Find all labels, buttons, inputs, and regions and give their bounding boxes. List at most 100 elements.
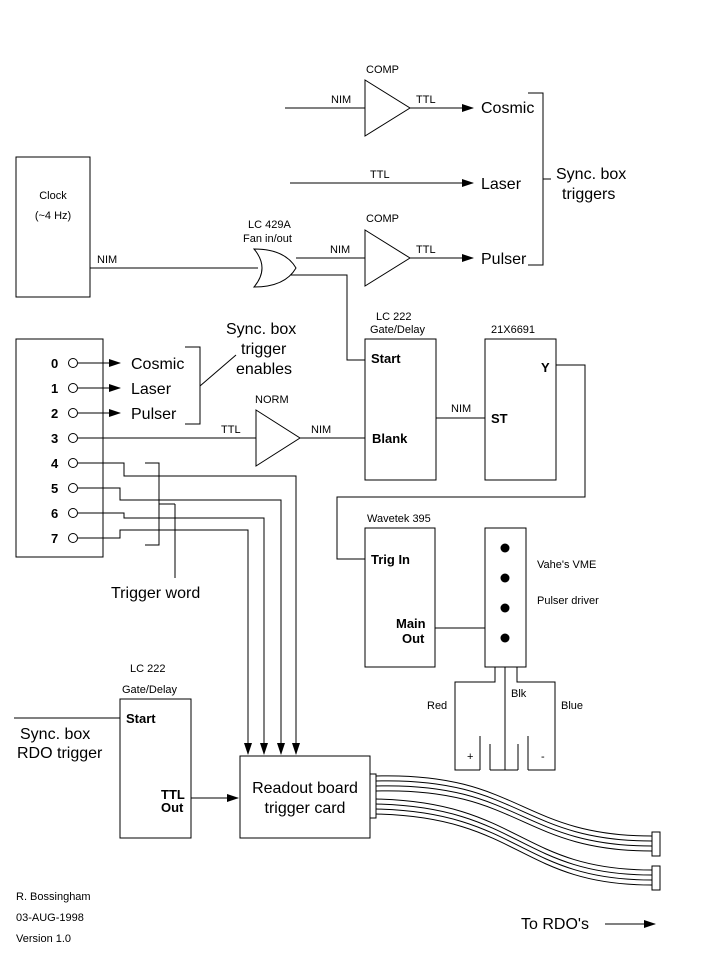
bit7-wire: [78, 529, 252, 755]
wavetek-trig-label: Trig In: [371, 552, 410, 567]
red-wire: [454, 667, 496, 771]
author-name: R. Bossingham: [16, 891, 91, 903]
comp-mid-input-label: NIM: [330, 244, 350, 256]
bit-connector-2: [68, 408, 78, 418]
wavetek-out-label: Out: [402, 631, 425, 646]
vme-label-line2: Pulser driver: [537, 595, 599, 607]
gate1-name-label: Gate/Delay: [370, 324, 426, 336]
bit-label-2: 2: [51, 406, 58, 421]
gate1-model-label: LC 222: [376, 311, 411, 323]
battery-supply: Red Blk Blue + -: [427, 667, 583, 771]
cosmic-trigger-label: Cosmic: [481, 100, 534, 117]
trigger-enables-annotation: Sync. box trigger enables: [185, 321, 296, 425]
comparator-middle: COMP NIM TTL Pulser: [330, 213, 527, 287]
trigger-word-bracket: [145, 462, 160, 546]
comp-mid-title: COMP: [366, 213, 399, 225]
bit-label-3: 3: [51, 431, 58, 446]
norm-title: NORM: [255, 394, 289, 406]
bit-label-4: 4: [51, 456, 59, 471]
gate2-name-label: Gate/Delay: [122, 684, 178, 696]
gate2-model-label: LC 222: [130, 663, 165, 675]
gate1-blank-label: Blank: [372, 431, 408, 446]
wavetek-box: [364, 527, 436, 668]
enables-line2: trigger: [241, 341, 287, 358]
fan-in-out-module: LC 429A Fan in/out: [243, 219, 369, 361]
gate2-out-label: Out: [161, 800, 184, 815]
x6691-y-label: Y: [541, 360, 550, 375]
blk-label: Blk: [511, 688, 527, 700]
rdo-trigger-line2: RDO trigger: [17, 745, 103, 762]
laser-ttl-label: TTL: [370, 169, 390, 181]
clock-box: [15, 156, 91, 298]
enables-pointer: [199, 354, 237, 387]
vme-led-2: [500, 573, 510, 583]
bit-connector-0: [68, 358, 78, 368]
bit-connector-3: [68, 433, 78, 443]
gate-delay-lower: LC 222 Gate/Delay Start TTL Out Sync. bo…: [14, 663, 239, 839]
ribbon-wire-7: [375, 808, 653, 881]
vme-led-3: [500, 603, 510, 613]
module-21x6691: 21X6691 Y ST: [336, 324, 586, 560]
sync-triggers-line2: triggers: [562, 186, 615, 203]
ribbon-connector-right-lower: [651, 865, 661, 891]
clock-output-label: NIM: [97, 254, 117, 266]
bit0-target: Cosmic: [131, 356, 184, 373]
fanin-or-gate: [252, 248, 297, 288]
clock-label: Clock: [39, 190, 67, 202]
trigger-word-wires: Trigger word: [78, 462, 300, 755]
vme-led-4: [500, 633, 510, 643]
minus-label: -: [541, 751, 545, 763]
bit-connector-7: [68, 533, 78, 543]
bit-connector-5: [68, 483, 78, 493]
sync-triggers-brace: Sync. box triggers: [528, 92, 626, 266]
gate2-ttl-label: TTL: [161, 787, 185, 802]
rdo-trigger-line1: Sync. box: [20, 726, 90, 743]
ribbon-wire-1: [375, 775, 653, 837]
ribbon-connector-left: [369, 773, 377, 819]
vme-pulser-driver: Vahe's VME Pulser driver: [484, 527, 599, 668]
clock-module: Clock (~4 Hz) NIM: [15, 156, 258, 298]
comparator-top: COMP NIM TTL Cosmic: [285, 64, 534, 137]
gate1-output-label: NIM: [451, 403, 471, 415]
red-label: Red: [427, 700, 447, 712]
gate1-start-label: Start: [371, 351, 401, 366]
bit6-wire: [78, 512, 268, 755]
sync-triggers-bracket: [528, 92, 544, 266]
norm-triangle: [255, 409, 301, 467]
bit-connector-6: [68, 508, 78, 518]
bit-connector-4: [68, 458, 78, 468]
comp-top-input-label: NIM: [331, 94, 351, 106]
enables-line3: enables: [236, 361, 292, 378]
bit-label-1: 1: [51, 381, 58, 396]
register-box: [15, 338, 104, 558]
x6691-st-label: ST: [491, 411, 508, 426]
bit-label-6: 6: [51, 506, 58, 521]
ribbon-wire-2: [375, 780, 653, 842]
wavetek-main-label: Main: [396, 616, 426, 631]
bit-connector-1: [68, 383, 78, 393]
fanin-model-label: LC 429A: [248, 219, 291, 231]
blk-wire-left: [490, 667, 506, 771]
readout-line2: trigger card: [265, 800, 346, 817]
ribbon-wire-3: [375, 785, 653, 847]
wavetek-395: Wavetek 395 Trig In Main Out: [364, 513, 485, 668]
laser-line: TTL Laser: [290, 169, 522, 193]
clock-rate-label: (~4 Hz): [35, 210, 71, 222]
comp-top-triangle: [364, 79, 411, 137]
gate2-box: [119, 698, 192, 839]
pulser-trigger-label: Pulser: [481, 251, 527, 268]
x6691-title: 21X6691: [491, 324, 535, 336]
ribbon-wire-6: [375, 803, 653, 876]
ribbon-wire-8: [375, 813, 653, 886]
bit-label-5: 5: [51, 481, 58, 496]
fanin-to-gate-wire: [291, 274, 369, 361]
ribbon-connector-right-upper: [651, 831, 661, 857]
readout-trigger-card: Readout board trigger card: [239, 755, 371, 839]
bit-label-7: 7: [51, 531, 58, 546]
vme-led-1: [500, 543, 510, 553]
ribbon-wire-5: [375, 798, 653, 871]
to-rdo-label: To RDO's: [521, 916, 589, 933]
comp-top-output-label: TTL: [416, 94, 436, 106]
blue-label: Blue: [561, 700, 583, 712]
x6691-box: [484, 338, 557, 481]
